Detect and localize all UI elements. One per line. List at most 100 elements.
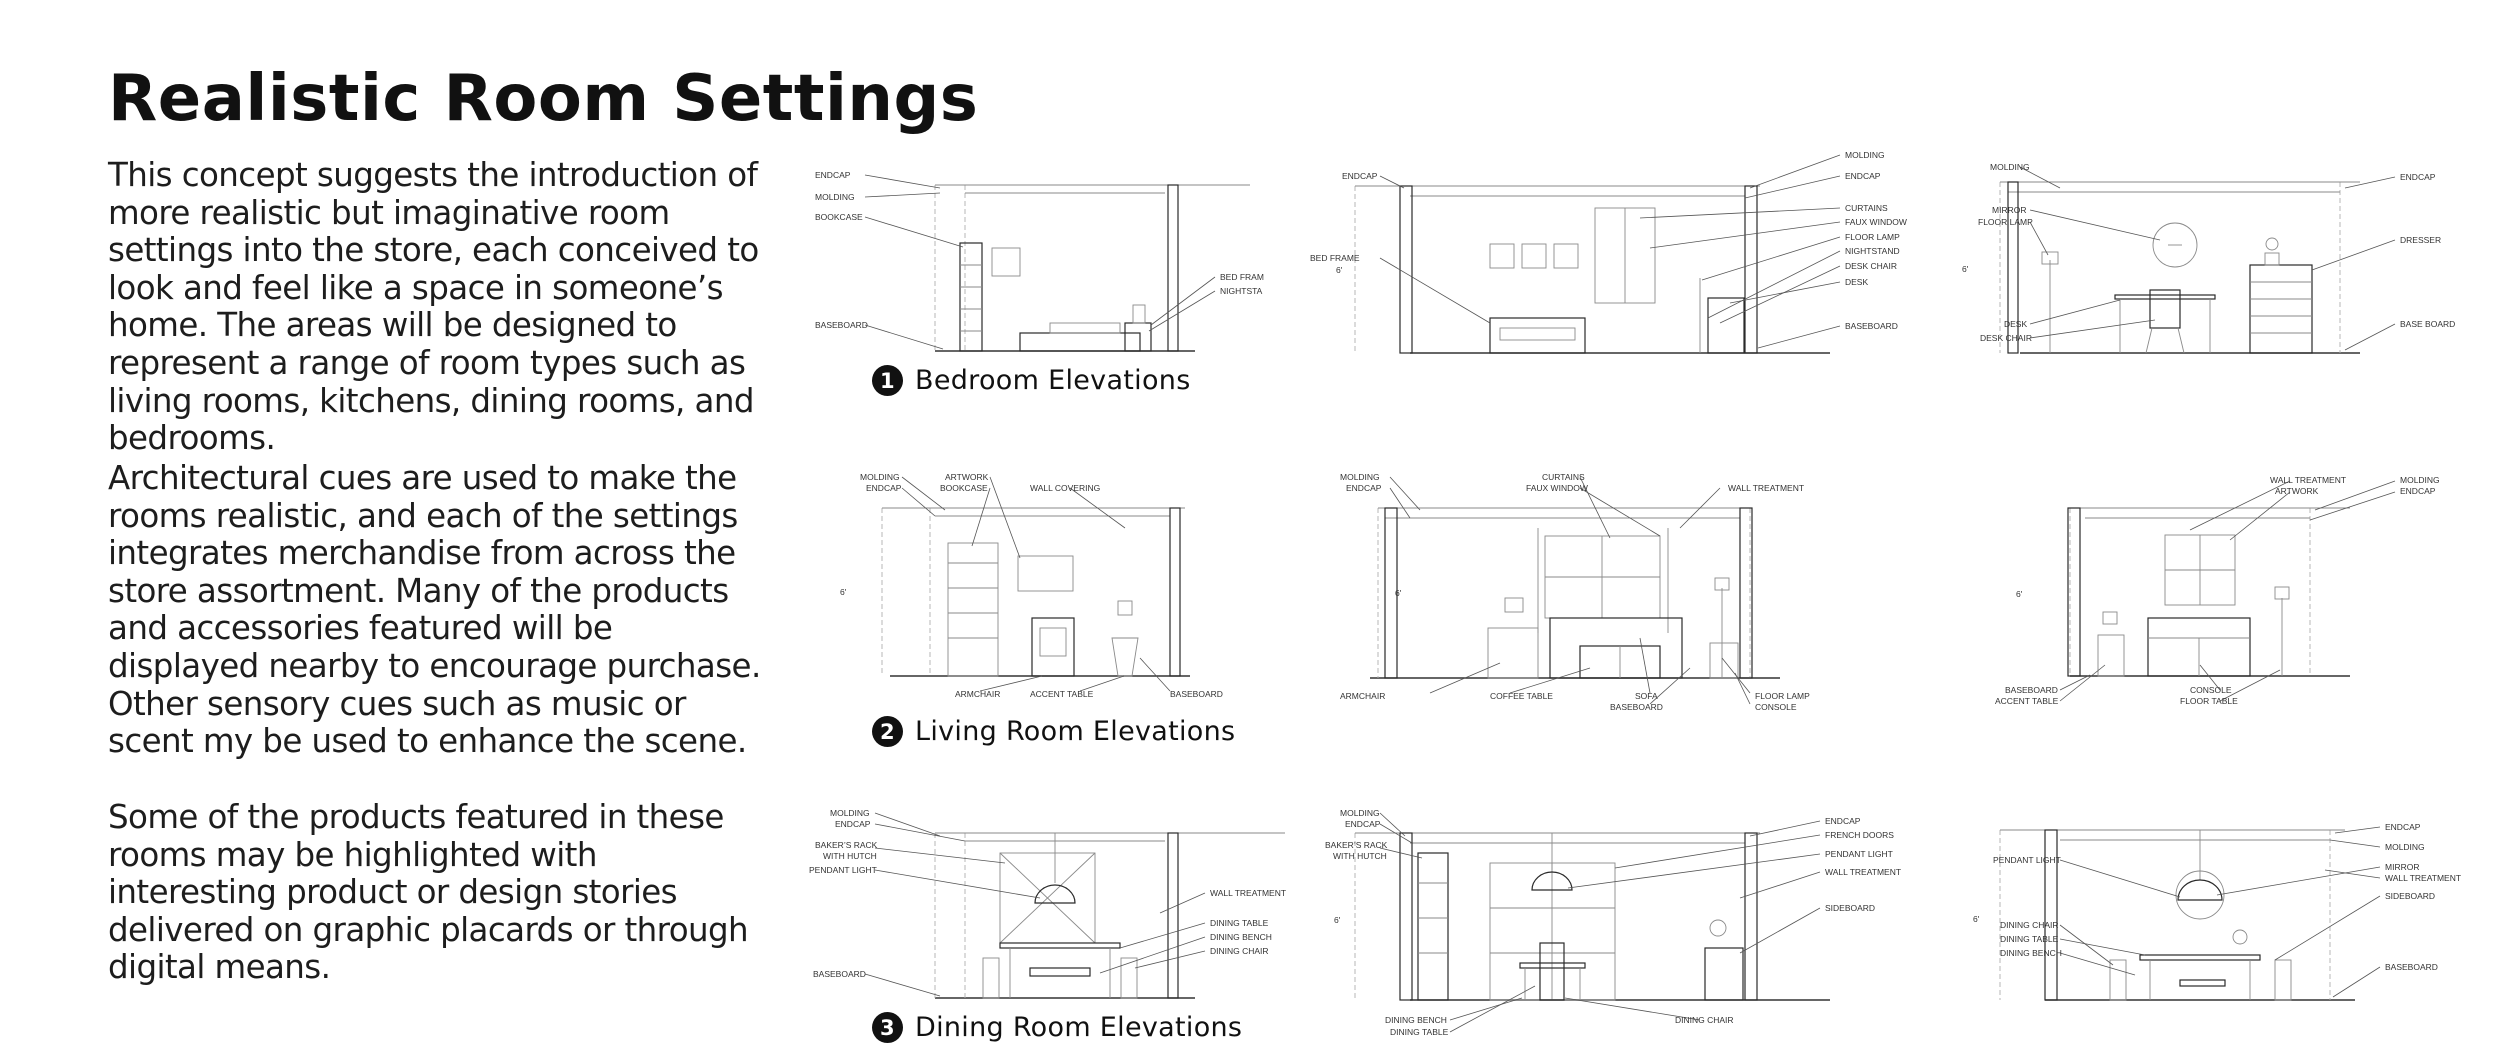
callout-label: DESK CHAIR	[1845, 261, 1897, 271]
callout-label: CONSOLE	[2190, 685, 2232, 695]
height-mark: 6'	[1962, 264, 1969, 274]
page-title: Realistic Room Settings	[108, 62, 979, 136]
height-mark: 6'	[1336, 265, 1343, 275]
callout-label: ACCENT TABLE	[1030, 689, 1094, 699]
callout-label: SIDEBOARD	[2385, 891, 2435, 901]
callout-label: DINING CHAIR	[2000, 920, 2059, 930]
callout-label: WALL TREATMENT	[1210, 888, 1286, 898]
callout-label: ENDCAP	[1845, 171, 1881, 181]
callout-label: SIDEBOARD	[1825, 903, 1875, 913]
elevation-bedroom-3: 6' MOLDING MIRROR FLOOR LAMP DESK DESK C…	[1962, 162, 2455, 354]
callouts	[1379, 154, 1841, 349]
elevation-dining-room-2: 6' MOLDING ENDCAP BAKER’S RACK WITH HUTC…	[1325, 808, 1901, 1037]
callout-label: BASEBOARD	[2385, 962, 2438, 972]
elevation-dining-room-3: 6' PENDANT LIGHT DINING CHAIR DINING TAB…	[1973, 822, 2461, 1001]
elevation-living-room-1: 6' MOLDING ENDCAP ARTWORK BOOKCASE WALL …	[840, 472, 1223, 699]
callout-label: ARMCHAIR	[1340, 691, 1385, 701]
callouts	[1389, 476, 1751, 705]
callout-label: MOLDING	[1990, 162, 2030, 172]
callout-label: BED FRAM	[1220, 272, 1264, 282]
callout-label: NIGHTSTA	[1220, 286, 1263, 296]
callout-label: MOLDING	[1340, 472, 1380, 482]
callout-label: WALL TREATMENT	[2270, 475, 2346, 485]
callout-label: DESK	[1845, 277, 1868, 287]
callout-label: ENDCAP	[1825, 816, 1861, 826]
height-mark: 6'	[2016, 589, 2023, 599]
callout-label: WALL COVERING	[1030, 483, 1100, 493]
callout-label: CONSOLE	[1755, 702, 1797, 712]
callout-label: BASEBOARD	[1170, 689, 1223, 699]
callout-label: WITH HUTCH	[1333, 851, 1387, 861]
callouts	[2059, 480, 2396, 702]
callout-label: ENDCAP	[2400, 486, 2436, 496]
callout-label: ENDCAP	[2385, 822, 2421, 832]
callout-label: MOLDING	[1845, 150, 1885, 160]
callouts	[901, 476, 1171, 692]
callout-label: FAUX WINDOW	[1845, 217, 1907, 227]
callout-label: BASEBOARD	[815, 320, 868, 330]
callout-label: ARMCHAIR	[955, 689, 1000, 699]
height-mark: 6'	[1395, 588, 1402, 598]
callout-label: ACCENT TABLE	[1995, 696, 2059, 706]
callout-label: BAKER’S RACK	[1325, 840, 1388, 850]
section-label: Living Room Elevations	[915, 716, 1236, 747]
elevation-living-room-3: 6' WALL TREATMENT ARTWORK MOLDING ENDCAP…	[1995, 475, 2440, 706]
height-mark: 6'	[1973, 914, 1980, 924]
section-label: Bedroom Elevations	[915, 365, 1191, 396]
callout-label: WALL TREATMENT	[1825, 867, 1901, 877]
callout-label: DINING TABLE	[1210, 918, 1269, 928]
callout-label: BOOKCASE	[815, 212, 863, 222]
section-title-bedroom: 1 Bedroom Elevations	[872, 365, 1191, 396]
height-mark: 6'	[840, 587, 847, 597]
callout-label: WALL TREATMENT	[2385, 873, 2461, 883]
callout-label: ENDCAP	[835, 819, 871, 829]
callout-label: DINING CHAIR	[1675, 1015, 1734, 1025]
callout-label: DRESSER	[2400, 235, 2441, 245]
callout-label: ENDCAP	[1345, 819, 1381, 829]
section-label: Dining Room Elevations	[915, 1012, 1243, 1043]
callout-label: PENDANT LIGHT	[1825, 849, 1893, 859]
callout-label: BASEBOARD	[1610, 702, 1663, 712]
callout-label: PENDANT LIGHT	[809, 865, 877, 875]
callout-label: BOOKCASE	[940, 483, 988, 493]
callout-label: ARTWORK	[945, 472, 989, 482]
callout-label: DINING CHAIR	[1210, 946, 1269, 956]
callout-label: PENDANT LIGHT	[1993, 855, 2061, 865]
callout-label: MIRROR	[2385, 862, 2419, 872]
elevation-living-room-2: 6' MOLDING ENDCAP CURTAINS FAUX WINDOW W…	[1340, 472, 1810, 712]
callouts	[2019, 166, 2396, 351]
callout-label: ENDCAP	[866, 483, 902, 493]
callout-label: FAUX WINDOW	[1526, 483, 1588, 493]
callout-label: MIRROR	[1992, 205, 2026, 215]
callout-label: WALL TREATMENT	[1728, 483, 1804, 493]
callout-label: ENDCAP	[815, 170, 851, 180]
elevation-bedroom-1: ENDCAP MOLDING BOOKCASE BASEBOARD BED FR…	[815, 170, 1264, 352]
section-title-living-room: 2 Living Room Elevations	[872, 716, 1235, 747]
elevation-dining-room-1: MOLDING ENDCAP BAKER’S RACK WITH HUTCH P…	[809, 808, 1286, 999]
callouts	[864, 812, 1206, 997]
callout-label: ENDCAP	[1346, 483, 1382, 493]
callout-label: DINING BENCH	[2000, 948, 2062, 958]
section-number-badge: 3	[872, 1012, 903, 1043]
callout-label: COFFEE TABLE	[1490, 691, 1553, 701]
callout-label: FLOOR TABLE	[2180, 696, 2238, 706]
callout-label: MOLDING	[830, 808, 870, 818]
callout-label: BASEBOARD	[2005, 685, 2058, 695]
callout-label: BASE BOARD	[2400, 319, 2455, 329]
callout-label: MOLDING	[2400, 475, 2440, 485]
callout-label: BAKER’S RACK	[815, 840, 878, 850]
callout-label: SOFA	[1635, 691, 1658, 701]
section-number-badge: 2	[872, 716, 903, 747]
callout-label: DINING BENCH	[1210, 932, 1272, 942]
callouts	[864, 174, 1216, 350]
callout-label: DINING TABLE	[1390, 1027, 1449, 1037]
callout-label: ARTWORK	[2275, 486, 2319, 496]
callout-label: BASEBOARD	[813, 969, 866, 979]
product-stories-paragraph: Some of the products featured in these r…	[108, 798, 749, 987]
callout-label: FLOOR LAMP	[1755, 691, 1810, 701]
callout-label: FRENCH DOORS	[1825, 830, 1894, 840]
callout-label: DINING BENCH	[1385, 1015, 1447, 1025]
callout-label: MOLDING	[2385, 842, 2425, 852]
callout-label: CURTAINS	[1542, 472, 1585, 482]
callout-label: WITH HUTCH	[823, 851, 877, 861]
